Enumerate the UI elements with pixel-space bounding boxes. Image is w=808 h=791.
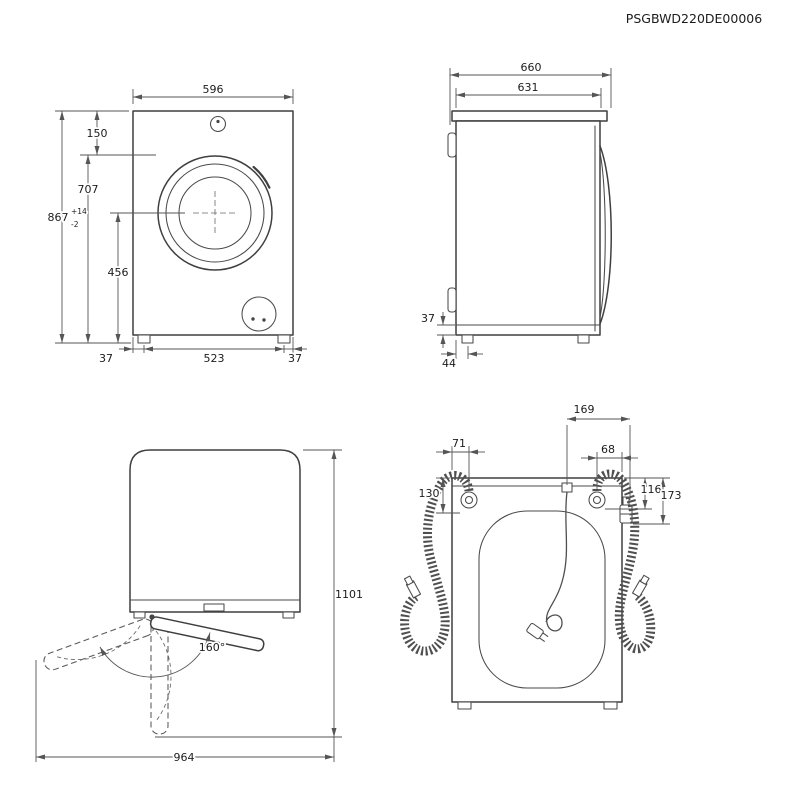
side-view-dimensions: 660 631 37 44 [419, 59, 612, 372]
filter-screw-left [251, 317, 255, 321]
front-cabinet-outline [132, 110, 294, 336]
rear-panel-emboss [478, 510, 606, 689]
rear-left-foot [457, 701, 472, 710]
side-view: 660 631 37 44 [419, 59, 612, 372]
power-cord [545, 491, 568, 632]
rear-right-foot [603, 701, 618, 710]
front-view-dimensions: 596 150 707 867 +14 -2 456 [46, 81, 307, 367]
door-bulge-outer [599, 145, 612, 325]
side-rear-foot [461, 334, 474, 344]
swing-arc [99, 632, 211, 678]
dim-door-top-label: 707 [78, 183, 99, 196]
dim-feet-distance-label: 523 [204, 352, 225, 365]
knob-marker [216, 119, 220, 124]
drawing-code: PSGBWD220DE00006 [626, 11, 762, 26]
door-swing-view: 160° 1101 964 [35, 449, 365, 766]
door-view-dimensions: 1101 964 [35, 449, 365, 766]
door-hinge-pivot [149, 614, 155, 620]
swing-left-foot [133, 611, 146, 619]
rear-view-dimensions: 169 71 68 130 116 [417, 401, 683, 525]
door-latch [203, 603, 225, 612]
dim-foot-offset-left-label: 37 [99, 352, 113, 365]
inlet-valve-fitting [588, 491, 606, 509]
filter-screw-right [262, 318, 266, 322]
cabinet-top-outline [129, 449, 301, 613]
dim-left-connector-offset-label: 71 [452, 437, 466, 450]
power-plug [526, 622, 549, 642]
door-handle [252, 165, 271, 189]
dim-height-tol-plus: +14 [71, 207, 87, 216]
inlet-hose [592, 469, 656, 654]
side-front-foot [577, 334, 590, 344]
dim-right-connector-offset-label: 68 [601, 443, 615, 456]
front-view: 596 150 707 867 +14 -2 456 [46, 81, 307, 367]
dim-left-connector-depth-label: 130 [419, 487, 440, 500]
rear-view: 169 71 68 130 116 [400, 401, 683, 710]
dim-body-depth-label: 631 [518, 81, 539, 94]
drain-outlet-center [464, 495, 474, 505]
dim-top-right-span-label: 169 [574, 403, 595, 416]
side-cabinet-outline [455, 120, 601, 336]
dim-foot-offset-label: 44 [442, 357, 456, 370]
program-knob [209, 115, 227, 133]
inlet-valve-center [592, 495, 602, 505]
front-left-foot [137, 334, 151, 344]
dim-top-offset-label: 150 [87, 127, 108, 140]
drain-filter-cover [241, 296, 277, 332]
rear-cabinet-outline [451, 477, 623, 703]
door-open-160 [43, 618, 154, 671]
dim-foot-offset-right-label: 37 [288, 352, 302, 365]
rear-hinge-tab-top [447, 132, 457, 158]
dim-total-height-label: 867 [48, 211, 69, 224]
drain-hose-end-connector [403, 575, 422, 599]
door-bulge-inner [599, 152, 606, 318]
dim-total-depth-label: 660 [521, 61, 542, 74]
front-right-foot [277, 334, 291, 344]
dim-door-center-label: 456 [108, 266, 129, 279]
dim-right-connector-depth1-label: 116 [641, 483, 662, 496]
dim-height-tol-minus: -2 [71, 220, 79, 229]
swing-right-foot [282, 611, 295, 619]
dim-right-connector-depth2-label: 173 [661, 489, 682, 502]
dim-plinth-label: 37 [421, 312, 435, 325]
inlet-hose-end-connector [632, 574, 650, 598]
dim-opening-angle-label: 160° [199, 641, 226, 654]
dim-open-height-label: 1101 [335, 588, 363, 601]
rear-hinge-tab-bottom [447, 287, 457, 313]
dim-open-depth-label: 964 [174, 751, 195, 764]
side-top-lid [451, 110, 608, 122]
dim-width-label: 596 [203, 83, 224, 96]
drain-outlet-fitting [460, 491, 478, 509]
